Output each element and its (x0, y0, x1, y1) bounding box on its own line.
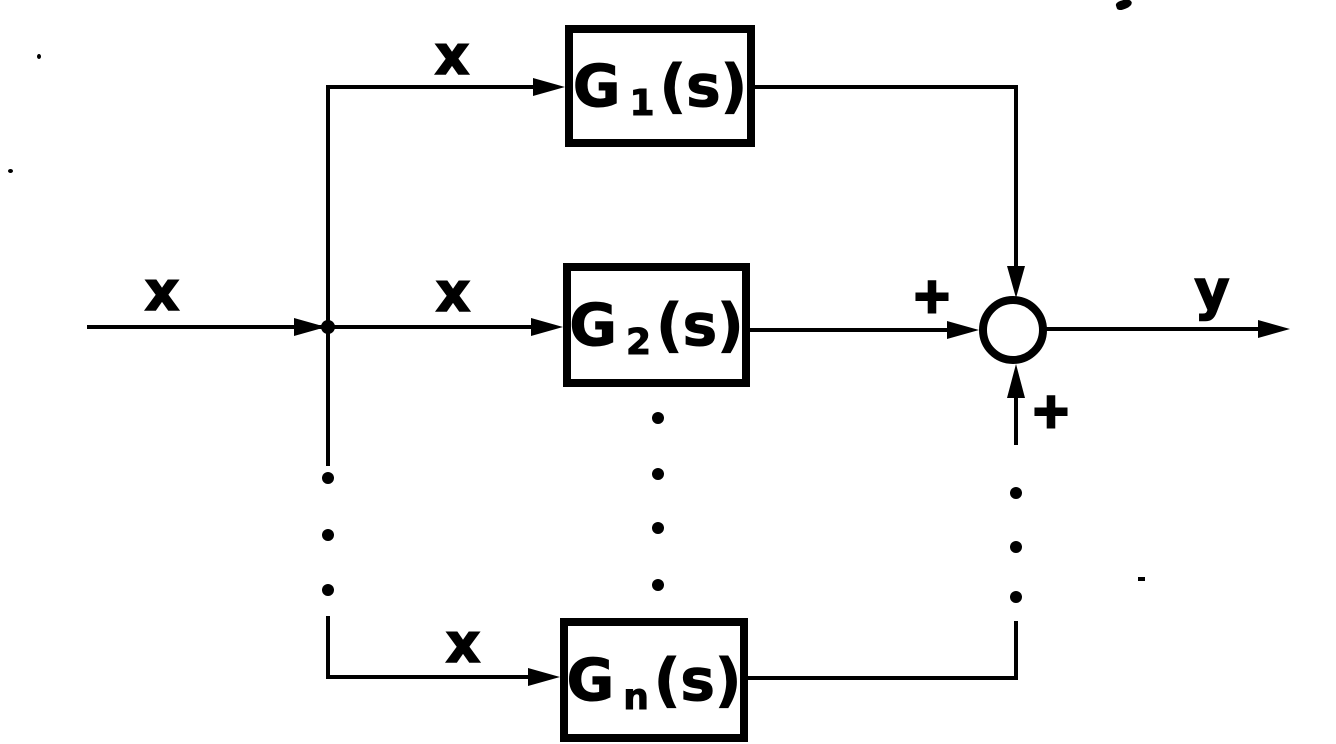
block-g2-argument: (s) (656, 291, 745, 359)
input-line (87, 325, 330, 329)
scan-artifact (37, 54, 41, 59)
ellipsis-dot (652, 468, 664, 480)
ellipsis-dot (1010, 487, 1022, 499)
g1-input-arrowhead-icon (533, 78, 565, 96)
block-gn-base: G (566, 646, 615, 714)
gn-output-rise-line-upper (1014, 396, 1018, 445)
input-signal-label: x (144, 260, 180, 323)
scan-artifact (1115, 0, 1133, 12)
gn-output-rise-line-lower (1014, 621, 1018, 680)
block-g2-base: G (569, 291, 618, 359)
sum-top-arrowhead-icon (1007, 266, 1025, 298)
block-g1-argument: (s) (659, 52, 748, 120)
branch-signal-label-mid: x (435, 261, 471, 324)
branch-vertical-line (326, 85, 330, 466)
gn-input-arrowhead-icon (528, 668, 560, 686)
mid-branch-line (330, 325, 533, 329)
output-line (1045, 327, 1258, 331)
scan-artifact (8, 169, 13, 173)
block-gn-subscript: n (623, 677, 650, 718)
ellipsis-dot (322, 472, 334, 484)
ellipsis-dot (322, 529, 334, 541)
ellipsis-dot (652, 522, 664, 534)
top-branch-line (326, 85, 538, 89)
sum-left-arrowhead-icon (947, 321, 979, 339)
input-arrowhead-icon (294, 318, 326, 336)
sum-bottom-arrowhead-icon (1007, 364, 1025, 398)
gn-output-line (744, 676, 1018, 680)
scan-artifact (1138, 577, 1145, 581)
branch-signal-label-bottom: x (445, 612, 481, 675)
branch-signal-label-top: x (434, 24, 470, 87)
block-g1-base: G (572, 52, 621, 120)
ellipsis-dot (322, 584, 334, 596)
block-g2-subscript: 2 (625, 322, 652, 363)
plus-sign-lower: + (1029, 383, 1072, 439)
bottom-branch-line (326, 675, 530, 679)
block-g1-subscript: 1 (629, 83, 655, 124)
ellipsis-dot (652, 579, 664, 591)
block-gn-argument: (s) (653, 646, 742, 714)
ellipsis-dot (652, 412, 664, 424)
output-arrowhead-icon (1258, 320, 1290, 338)
summing-junction-circle (979, 296, 1047, 364)
branch-vertical-line-lower (326, 616, 330, 677)
ellipsis-dot (1010, 541, 1022, 553)
ellipsis-dot (1010, 591, 1022, 603)
g2-output-line (742, 328, 947, 332)
g1-output-drop-line (1014, 85, 1018, 266)
plus-sign-upper: + (910, 268, 953, 324)
g1-output-line (747, 85, 1018, 89)
output-signal-label: y (1194, 259, 1231, 322)
g2-input-arrowhead-icon (531, 318, 563, 336)
